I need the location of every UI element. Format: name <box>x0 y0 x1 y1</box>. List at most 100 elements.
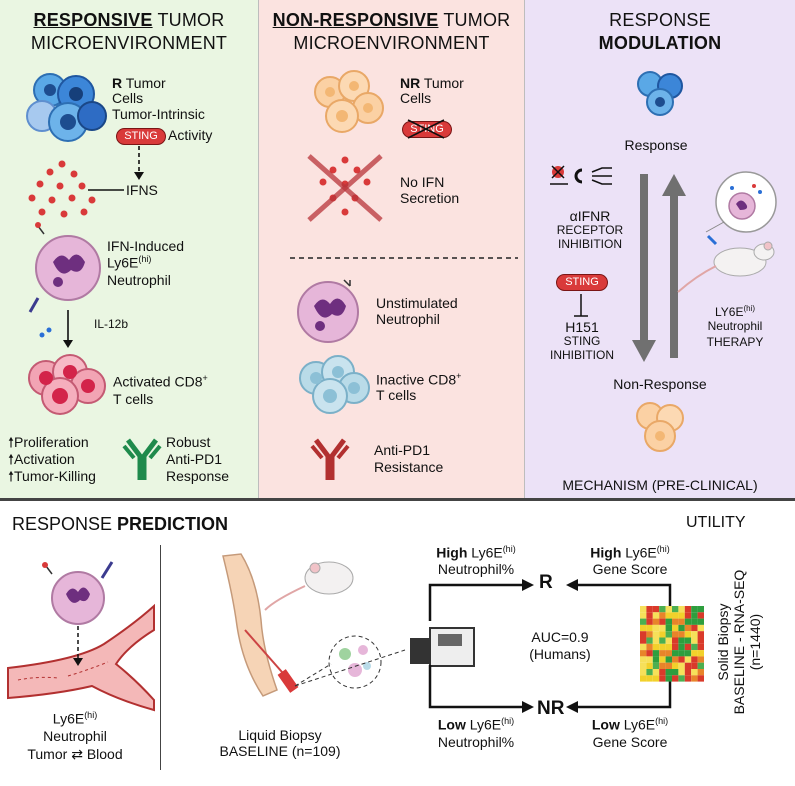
auc-label-line2: (Humans) <box>529 646 591 662</box>
low-neutrophil-label-line2: Neutrophil% <box>437 734 515 750</box>
up-arrow-icon: 🠕 <box>8 468 15 484</box>
heatmap-cell <box>646 643 653 651</box>
heatmap-cell <box>652 606 660 613</box>
robust-label-line1: Robust <box>166 434 211 450</box>
no-ifn-label-line1: No IFN <box>400 174 445 190</box>
inactive-cd8-icon <box>299 355 370 414</box>
ifns-label: IFNS <box>126 182 158 198</box>
heatmap-cell <box>697 631 704 638</box>
heatmap-cell <box>684 612 692 619</box>
vessel-label-line2: Neutrophil <box>43 728 107 744</box>
heatmap-cell <box>659 637 666 644</box>
ifn-dots-icon <box>28 160 96 218</box>
low-gene-label: Low Ly6E(hi) <box>591 716 669 733</box>
vessel-label-line1: Ly6E(hi) <box>52 710 98 727</box>
heatmap-cell <box>646 650 653 657</box>
ifnr-receptor-icon <box>550 165 612 185</box>
up-arrow-icon: 🠕 <box>8 434 15 450</box>
therapy-label-line3: THERAPY <box>706 335 764 349</box>
heatmap-cell <box>678 662 685 669</box>
heatmap-cell <box>672 631 679 638</box>
heatmap-cell <box>691 618 698 625</box>
activated-cd8-icon <box>28 354 106 415</box>
h151-label-line1: H151 <box>565 319 599 335</box>
heatmap-cell <box>640 650 647 657</box>
heatmap-cell <box>652 669 660 676</box>
heatmap-cell <box>678 606 685 613</box>
heatmap-cell <box>665 631 672 638</box>
heatmap-cell <box>697 624 704 632</box>
heatmap-cell <box>672 612 679 619</box>
cd8-label-line1: Activated CD8+ <box>113 373 208 390</box>
heatmap-cell <box>652 618 660 625</box>
modulation-title-line2: MODULATION <box>598 33 722 53</box>
heatmap-cell <box>659 631 666 638</box>
heatmap-cell <box>646 669 653 676</box>
resistance-label-line2: Resistance <box>374 459 444 475</box>
heatmap-cell <box>652 637 660 644</box>
solid-biopsy-label-line3: (n=1440) <box>746 613 763 671</box>
heatmap-cell <box>640 669 647 676</box>
heatmap-cell <box>672 624 679 632</box>
heatmap-cell <box>652 662 660 669</box>
heatmap-cell <box>684 643 692 651</box>
heatmap-cell <box>646 618 653 625</box>
heatmap-cell <box>672 650 679 657</box>
inactive-cd8-label-line1: Inactive CD8+ <box>376 371 462 388</box>
no-ifn-label-line2: Secretion <box>400 190 460 206</box>
robust-label-line3: Response <box>166 468 230 484</box>
h151-label-line2: STING <box>563 334 601 348</box>
r-tumor-cells-icon <box>26 73 107 142</box>
aifnr-label-line3: INHIBITION <box>557 237 622 251</box>
neutrophil-to-cd8-arrow <box>63 310 73 348</box>
heatmap-cell <box>684 675 692 682</box>
responsive-title: RESPONSIVE TUMOR <box>33 10 225 30</box>
utility-title: UTILITY <box>686 514 746 531</box>
ifns-leader-line <box>88 189 124 191</box>
r-tumor-label-line2: Cells <box>112 90 144 106</box>
heatmap-cell <box>684 624 692 632</box>
heatmap-cell <box>665 669 672 676</box>
mechanism-label: MECHANISM (PRE-CLINICAL) <box>562 477 758 493</box>
heatmap-cell <box>684 637 692 644</box>
low-neutrophil-label: Low Ly6E(hi) <box>437 716 515 733</box>
bottom-divider <box>160 545 161 770</box>
tumor-killing-label: 🠕Tumor-Killing <box>8 468 96 484</box>
unstimulated-label-line2: Neutrophil <box>376 311 440 327</box>
modulation-title: RESPONSE <box>609 10 711 30</box>
high-gene-label: High Ly6E(hi) <box>590 544 670 561</box>
heatmap-cell <box>691 662 698 669</box>
neutrophil-label-line2: Ly6E(hi) <box>107 254 152 271</box>
heatmap-cell <box>646 612 653 619</box>
heatmap-cell <box>691 675 698 682</box>
heatmap-cell <box>640 618 647 625</box>
heatmap-cell <box>659 662 666 669</box>
heatmap-cell <box>665 612 672 619</box>
heatmap-cell <box>665 675 672 682</box>
tumor-intrinsic-label: Tumor-Intrinsic <box>112 106 205 122</box>
heatmap-cell <box>659 675 666 682</box>
heatmap-cell <box>640 631 647 638</box>
anti-pd1-antibody-green-icon <box>122 438 162 480</box>
flow-cytometer-icon <box>410 627 475 667</box>
heatmap-cell <box>652 643 660 651</box>
cross-icon <box>407 119 445 139</box>
heatmap-cell <box>678 643 685 651</box>
heatmap-cell <box>678 669 685 676</box>
inhibition-tbar-icon <box>574 294 588 317</box>
heatmap-cell <box>672 637 679 644</box>
heatmap-cell <box>672 662 679 669</box>
heatmap-cell <box>678 637 685 644</box>
heatmap-cell <box>652 656 660 663</box>
auc-label: AUC=0.9 <box>531 629 589 645</box>
heatmap-cell <box>678 624 685 632</box>
activation-label: 🠕Activation <box>8 451 75 467</box>
heatmap-cell <box>646 631 653 638</box>
il12b-label: IL-12b <box>94 317 129 331</box>
heatmap-cell <box>646 675 653 682</box>
heatmap-cell <box>697 637 704 644</box>
high-neutrophil-label-line2: Neutrophil% <box>437 561 515 577</box>
section-divider <box>0 498 795 501</box>
unstimulated-label-line1: Unstimulated <box>376 295 458 311</box>
heatmap-cell <box>691 631 698 638</box>
